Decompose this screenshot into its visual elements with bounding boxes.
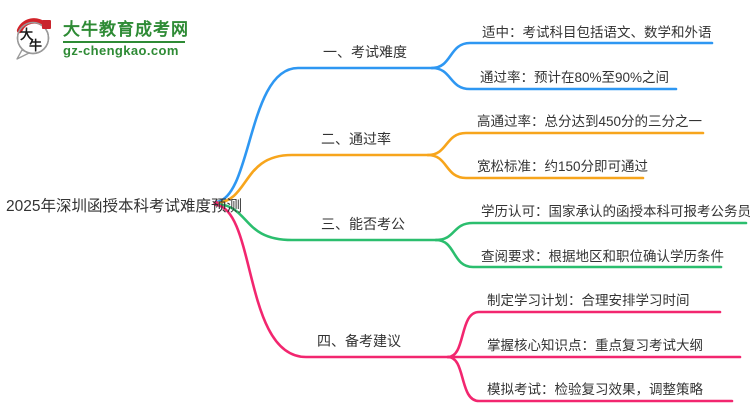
mindmap-child-node[interactable]: 制定学习计划：合理安排学习时间 <box>487 293 690 308</box>
mindmap-branch-prep-advice[interactable]: 四、备考建议 <box>317 333 401 349</box>
mindmap-child-node[interactable]: 宽松标准：约150分即可通过 <box>477 159 649 174</box>
site-logo[interactable]: 大 牛 大牛教育成考网 gz-chengkao.com <box>14 16 189 62</box>
mindmap-child-node[interactable]: 通过率：预计在80%至90%之间 <box>480 70 670 85</box>
branch-lines-prep-advice <box>213 200 742 403</box>
mindmap-root-node[interactable]: 2025年深圳函授本科考试难度预测 <box>6 198 242 215</box>
mindmap-branch-pass-rate[interactable]: 二、通过率 <box>321 131 391 147</box>
mindmap-child-node[interactable]: 学历认可：国家承认的函授本科可报考公务员 <box>481 204 750 219</box>
branch-lines-pass-rate <box>215 131 705 205</box>
branch-lines-civil-service <box>215 202 748 269</box>
mindmap-child-node[interactable]: 高通过率：总分达到450分的三分之一 <box>477 114 703 129</box>
logo-text: 大牛教育成考网 gz-chengkao.com <box>63 20 189 58</box>
logo-divider <box>63 41 185 43</box>
logo-site-url: gz-chengkao.com <box>63 43 179 58</box>
mindmap-child-node[interactable]: 适中：考试科目包括语文、数学和外语 <box>482 25 712 40</box>
branch-lines-exam-difficulty <box>215 41 714 204</box>
logo-seal-icon <box>42 20 51 29</box>
mindmap-child-node[interactable]: 查阅要求：根据地区和职位确认学历条件 <box>481 249 724 264</box>
mindmap-child-node[interactable]: 模拟考试：检验复习效果，调整策略 <box>487 382 703 397</box>
mindmap-child-node[interactable]: 掌握核心知识点：重点复习考试大纲 <box>487 338 703 353</box>
mindmap-branch-civil-service[interactable]: 三、能否考公 <box>321 216 405 232</box>
svg-text:大: 大 <box>20 27 33 43</box>
logo-bull-icon: 大 牛 <box>16 18 51 60</box>
svg-text:牛: 牛 <box>29 38 42 54</box>
root-anchor-dot <box>213 200 219 207</box>
logo-site-name: 大牛教育成考网 <box>63 20 189 39</box>
mindmap-branch-exam-difficulty[interactable]: 一、考试难度 <box>323 44 407 60</box>
